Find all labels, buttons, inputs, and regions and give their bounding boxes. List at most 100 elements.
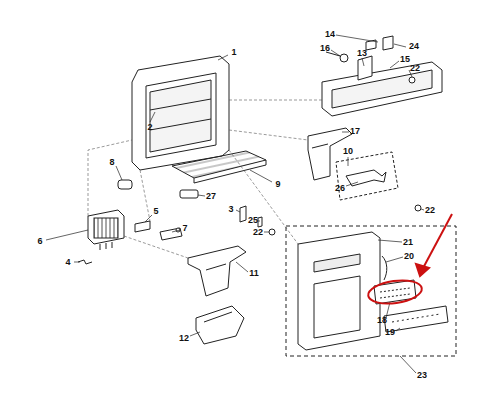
callout-number: 18	[376, 316, 388, 325]
drawing-stroke	[150, 112, 155, 122]
drawing-stroke	[88, 100, 322, 258]
drawing-stroke	[188, 246, 246, 296]
callout-number: 26	[334, 184, 346, 193]
drawing-stroke	[118, 180, 132, 189]
drawing-stroke	[346, 170, 386, 186]
callout-number: 4	[64, 258, 71, 267]
callout-number: 13	[356, 49, 368, 58]
drawing-stroke	[236, 210, 240, 212]
drawing-stroke	[367, 277, 424, 306]
drawing-stroke	[314, 276, 360, 338]
drawing-stroke	[196, 306, 244, 344]
callout-number: 1	[230, 48, 237, 57]
callout-number: 22	[252, 228, 264, 237]
callout-number: 24	[408, 42, 420, 51]
drawing-stroke	[250, 170, 272, 182]
drawing-stroke	[150, 80, 211, 152]
drawing-stroke	[258, 217, 262, 227]
drawing-stroke	[229, 100, 322, 101]
drawing-stroke	[140, 170, 150, 221]
drawing-stroke	[240, 206, 246, 222]
drawing-stroke	[132, 56, 229, 170]
drawing-stroke	[367, 214, 452, 307]
drawing-stroke	[415, 205, 421, 211]
callout-number: 27	[205, 192, 217, 201]
callout-number: 22	[424, 206, 436, 215]
drawing-stroke	[378, 240, 402, 242]
drawing-stroke	[135, 221, 150, 232]
callout-number: 11	[248, 269, 260, 278]
drawing-stroke	[286, 226, 456, 356]
drawing-stroke	[172, 151, 266, 178]
drawing-stroke	[314, 254, 360, 272]
drawing-stroke	[46, 35, 424, 373]
callout-number: 7	[181, 224, 188, 233]
drawing-stroke	[218, 55, 228, 60]
callout-number: 20	[403, 252, 415, 261]
drawing-stroke	[383, 36, 393, 50]
drawing-stroke	[422, 214, 452, 270]
drawing-stroke	[312, 144, 328, 148]
drawing-stroke	[236, 262, 248, 272]
drawing-stroke	[116, 166, 122, 180]
drawing-stroke	[336, 152, 398, 200]
drawing-stroke	[204, 312, 232, 322]
drawing-stroke	[88, 210, 124, 244]
drawing-stroke	[342, 132, 349, 133]
callout-number: 17	[349, 127, 361, 136]
drawing-stroke	[386, 257, 403, 262]
callout-number: 12	[178, 334, 190, 343]
drawing-stroke	[94, 218, 118, 238]
drawing-stroke	[206, 264, 226, 270]
drawing-stroke	[198, 195, 205, 196]
drawing-stroke	[346, 182, 358, 186]
drawing-stroke	[298, 232, 380, 350]
drawing-stroke	[348, 157, 349, 166]
drawing-stroke	[264, 232, 269, 233]
drawing-stroke	[390, 61, 399, 68]
drawing-stroke	[331, 50, 340, 56]
drawing-stroke	[382, 256, 387, 280]
drawing-stroke	[78, 36, 456, 356]
callout-number: 9	[274, 180, 281, 189]
drawing-stroke	[322, 62, 442, 116]
callout-number: 25	[247, 216, 259, 225]
callout-number: 14	[324, 30, 336, 39]
callout-number: 2	[146, 123, 153, 132]
drawing-stroke	[74, 262, 80, 263]
drawing-stroke	[362, 58, 364, 66]
callout-number: 15	[399, 55, 411, 64]
drawing-stroke	[190, 332, 200, 336]
drawing-stroke	[332, 70, 432, 108]
drawing-stroke	[229, 150, 298, 244]
drawing-stroke	[194, 160, 266, 183]
callout-number: 3	[227, 205, 234, 214]
drawing-stroke	[150, 119, 211, 130]
callout-number: 23	[416, 371, 428, 380]
drawing-stroke	[46, 230, 88, 240]
callout-number: 21	[402, 238, 414, 247]
drawing-stroke	[150, 99, 211, 110]
callout-number: 19	[384, 328, 396, 337]
drawing-stroke	[358, 56, 372, 80]
callout-number: 22	[409, 64, 421, 73]
drawing-stroke	[400, 356, 416, 373]
drawing-stroke	[124, 236, 188, 258]
drawing-stroke	[336, 35, 378, 42]
drawing-stroke	[78, 260, 92, 264]
drawing-stroke	[146, 73, 216, 158]
drawing-stroke	[340, 54, 348, 62]
callout-number: 6	[36, 237, 43, 246]
drawing-stroke	[326, 52, 340, 56]
callout-number: 5	[152, 207, 159, 216]
drawing-stroke	[172, 230, 180, 232]
drawing-stroke	[421, 209, 424, 210]
drawing-stroke	[416, 264, 429, 276]
drawing-stroke	[380, 288, 410, 298]
drawing-stroke	[394, 44, 406, 47]
drawing-stroke	[88, 140, 132, 216]
drawing-stroke	[145, 215, 152, 222]
drawing-stroke	[100, 242, 112, 250]
